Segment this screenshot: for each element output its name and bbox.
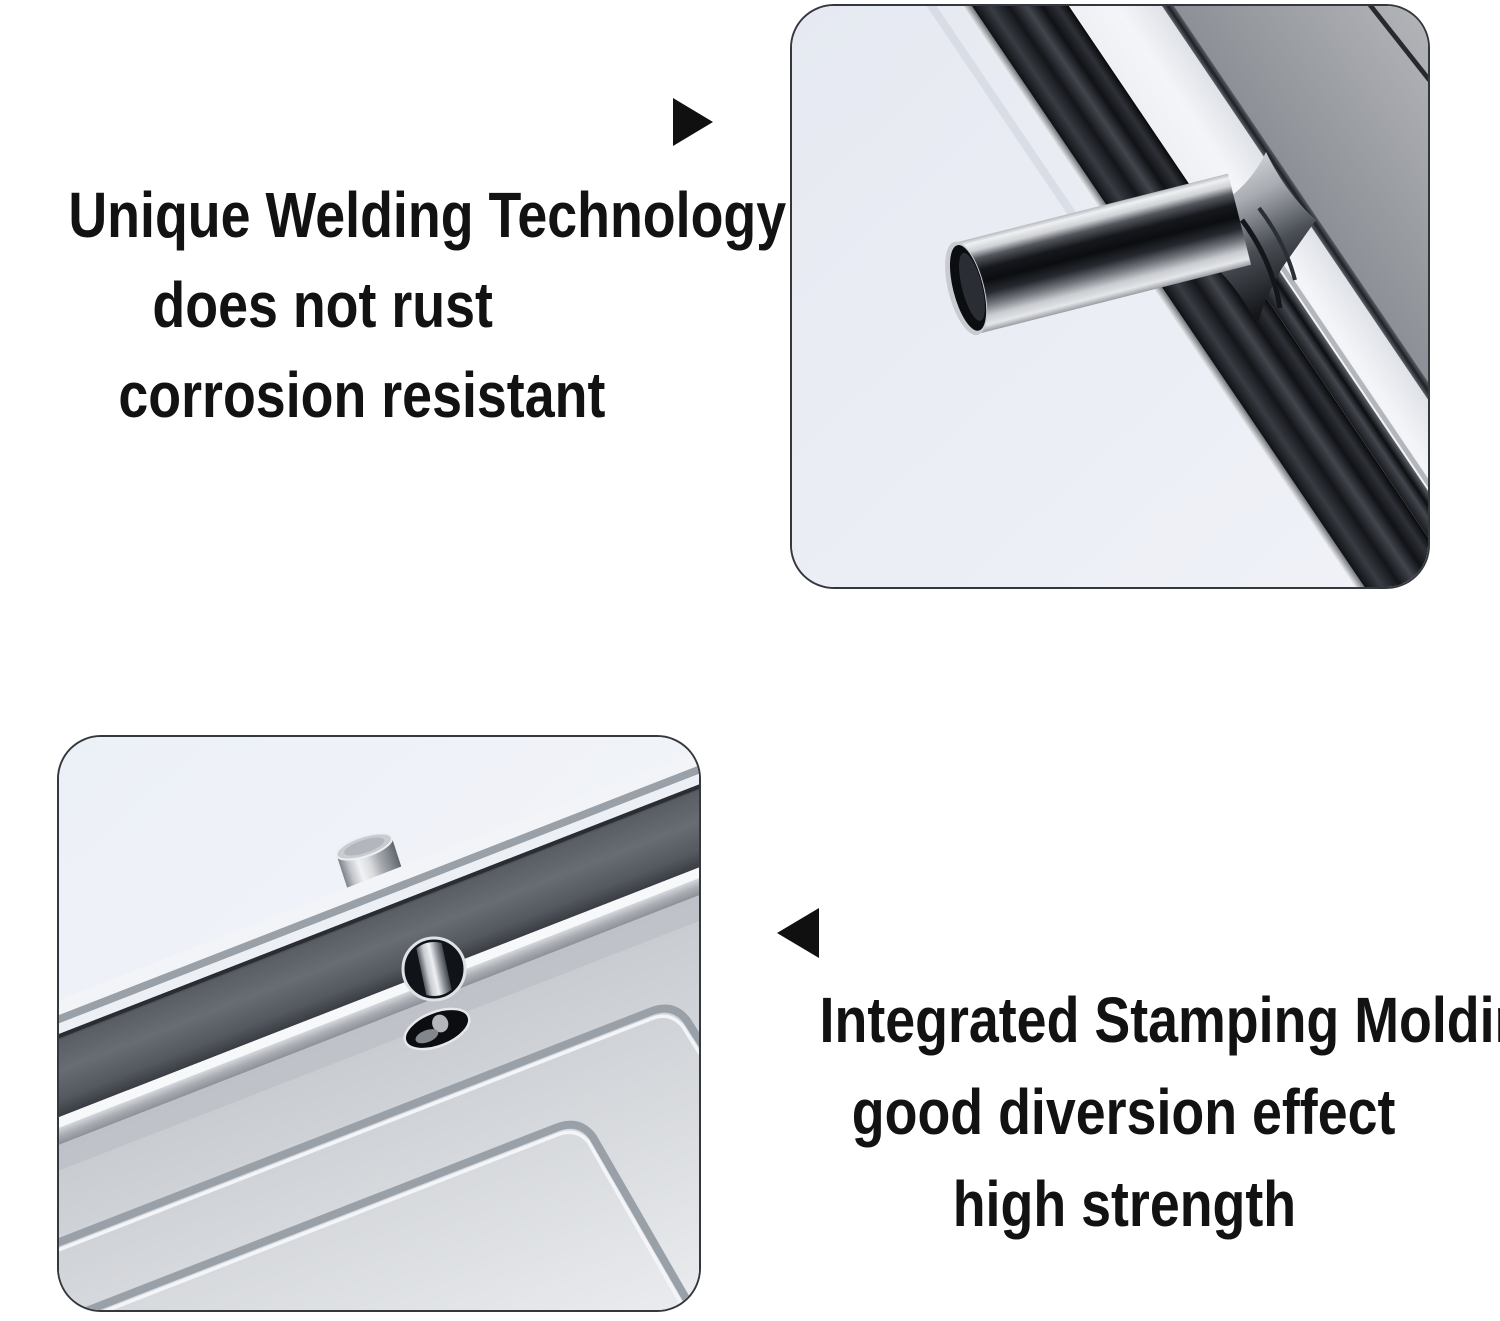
stamped-groove — [59, 1120, 699, 1310]
feature-welding-text-block: Unique Welding Technology does not rust … — [0, 170, 786, 440]
feature-welding-line: corrosion resistant — [0, 350, 724, 440]
weld-streak — [1239, 218, 1283, 309]
drain-channel-bands — [885, 6, 1428, 587]
photo-stamped-drain-closeup — [57, 735, 701, 1312]
drain-rail-and-deck — [59, 737, 699, 1310]
weld-seam — [1204, 152, 1316, 324]
feature-stamping-line: good diversion effect — [749, 1066, 1499, 1158]
oval-hole — [403, 1007, 471, 1051]
feature-welding-title: Unique Welding Technology — [0, 170, 786, 260]
feature-stamping-line-1: Integrated Stamping Molding — [819, 984, 1500, 1056]
stamped-drain-illustration — [59, 737, 699, 1310]
feature-welding-line: does not rust — [0, 260, 724, 350]
outlet-pipe — [945, 173, 1252, 336]
stamped-groove-highlight — [59, 1014, 699, 1278]
feature-welding-line-1: Unique Welding Technology — [68, 179, 787, 251]
feature-stamping-text-block: Integrated Stamping Molding good diversi… — [749, 974, 1500, 1250]
round-hole-with-screw — [401, 936, 467, 1002]
weld-streak — [1257, 206, 1297, 281]
arrow-left-triangle-icon — [777, 908, 819, 958]
feature-stamping-line-3: high strength — [952, 1168, 1296, 1240]
stamped-groove — [59, 1004, 699, 1274]
feature-stamping-title: Integrated Stamping Molding — [749, 974, 1500, 1066]
weld-joint-illustration — [792, 6, 1428, 587]
feature-welding-line-2: does not rust — [152, 269, 494, 341]
arrow-right-triangle-icon — [673, 98, 713, 146]
stamped-groove-highlight — [59, 1130, 699, 1310]
channel-far-edge-line — [926, 6, 1099, 246]
feature-stamping-line-2: good diversion effect — [852, 1076, 1396, 1148]
feature-welding-line-3: corrosion resistant — [118, 359, 606, 431]
photo-weld-joint-closeup — [790, 4, 1430, 589]
feature-stamping-line: high strength — [749, 1158, 1499, 1250]
